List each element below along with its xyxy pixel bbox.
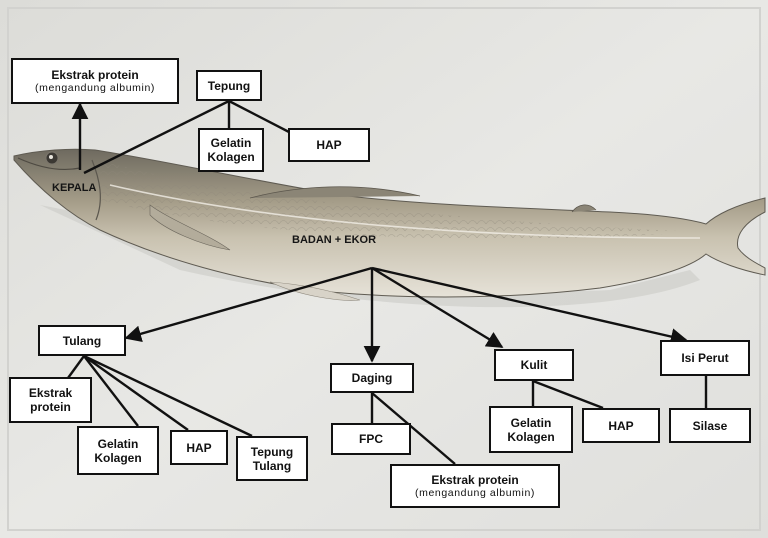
node-daging-fpc: FPC <box>331 423 411 455</box>
node-tulang: Tulang <box>38 325 126 356</box>
node-line1: Ekstrak protein <box>51 68 138 82</box>
arrow-body-to-kulit <box>372 268 502 347</box>
line-tulang-to-hap <box>84 356 188 430</box>
node-line2: Tulang <box>253 459 291 473</box>
node-line1: Ekstrak protein <box>431 473 518 487</box>
node-tulang-ekstrak-protein: Ekstrak protein <box>9 377 92 423</box>
node-line1: Gelatin <box>511 416 552 430</box>
node-label: Kulit <box>521 358 548 372</box>
line-tulang-to-ekstrak <box>68 356 84 378</box>
node-label: HAP <box>608 419 633 433</box>
node-kepala-ekstrak-protein: Ekstrak protein (mengandung albumin) <box>11 58 179 104</box>
node-line1: Gelatin <box>211 136 252 150</box>
node-daging-ekstrak-protein: Ekstrak protein (mengandung albumin) <box>390 464 560 508</box>
node-tulang-hap: HAP <box>170 430 228 465</box>
node-label: FPC <box>359 432 383 446</box>
arrow-body-to-tulang <box>126 268 372 338</box>
node-label: Tepung <box>208 79 250 93</box>
node-label: HAP <box>186 441 211 455</box>
node-kepala-hap: HAP <box>288 128 370 162</box>
node-label: Tulang <box>63 334 101 348</box>
body-label: BADAN + EKOR <box>292 234 376 246</box>
arrow-body-to-isi-perut <box>372 268 686 340</box>
node-line1: Gelatin <box>98 437 139 451</box>
node-line2: Kolagen <box>94 451 141 465</box>
node-line1: Ekstrak <box>29 386 72 400</box>
line-tulang-to-gelatin <box>84 356 138 426</box>
node-line2: (mengandung albumin) <box>35 82 155 95</box>
node-kepala-gelatin-kolagen: Gelatin Kolagen <box>198 128 264 172</box>
node-label: Isi Perut <box>681 351 728 365</box>
node-kepala-tepung: Tepung <box>196 70 262 101</box>
node-kulit-gelatin-kolagen: Gelatin Kolagen <box>489 406 573 453</box>
node-label: Daging <box>352 371 393 385</box>
node-tulang-gelatin-kolagen: Gelatin Kolagen <box>77 426 159 475</box>
node-label: HAP <box>316 138 341 152</box>
node-label: Silase <box>693 419 728 433</box>
node-line2: Kolagen <box>207 150 254 164</box>
node-kulit-hap: HAP <box>582 408 660 443</box>
node-line2: Kolagen <box>507 430 554 444</box>
node-tulang-tepung-tulang: Tepung Tulang <box>236 436 308 481</box>
head-label: KEPALA <box>52 182 96 194</box>
node-kulit: Kulit <box>494 349 574 381</box>
node-daging: Daging <box>330 363 414 393</box>
node-isi-perut: Isi Perut <box>660 340 750 376</box>
node-isi-perut-silase: Silase <box>669 408 751 443</box>
node-line1: Tepung <box>251 445 293 459</box>
node-line2: protein <box>30 400 71 414</box>
line-tulang-to-tepung <box>84 356 252 436</box>
node-line2: (mengandung albumin) <box>415 487 535 500</box>
line-kulit-to-hap <box>533 381 603 408</box>
